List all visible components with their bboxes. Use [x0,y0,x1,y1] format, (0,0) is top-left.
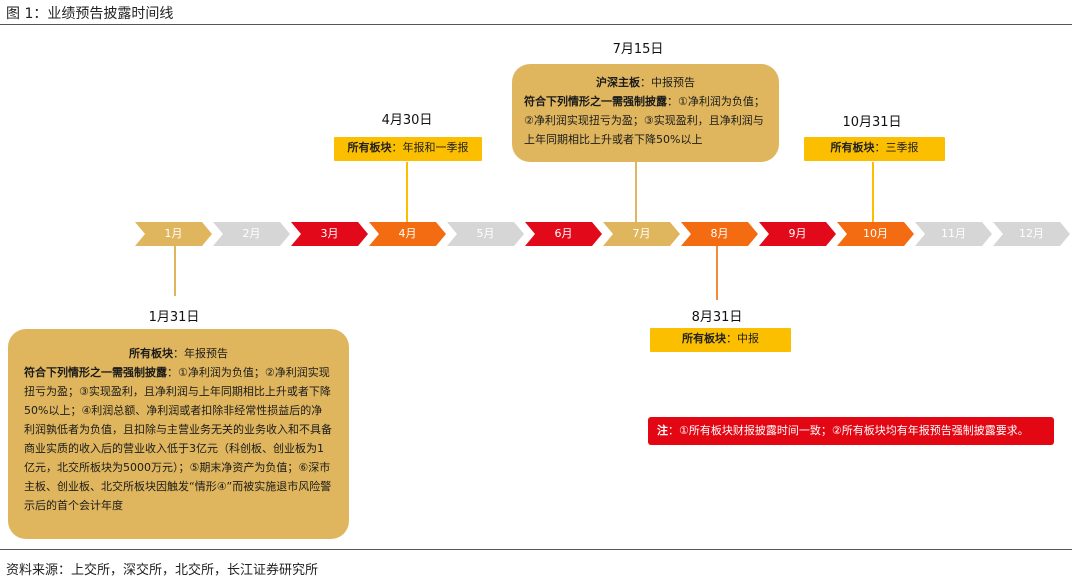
month-label: 9月 [788,227,807,240]
condition-text: ：①净利润为负值；②净利润实现扭亏为盈；③实现盈利，且净利润与上年同期相比上升或… [524,95,765,146]
month-arrow: 5月 [447,222,524,246]
disclosure-type: ：中报预告 [640,76,695,89]
board-label: 所有板块 [129,347,173,360]
callout-jul15-line2: 符合下列情形之一需强制披露：①净利润为负值；②净利润实现扭亏为盈；③实现盈利，且… [524,92,767,149]
month-arrow-shape [135,222,212,246]
board-label: 所有板块 [682,332,726,345]
date-jan31: 1月31日 [148,310,200,325]
month-arrow-shape [681,222,758,246]
month-arrow-fill [213,222,290,246]
note-label: 注 [657,424,668,437]
callout-jan31: 所有板块：年报预告 符合下列情形之一需强制披露：①净利润为负值；②净利润实现扭亏… [8,329,349,539]
callout-jul15: 沪深主板：中报预告 符合下列情形之一需强制披露：①净利润为负值；②净利润实现扭亏… [512,64,779,162]
month-arrow-fill [135,222,212,246]
figure-title: 图 1：业绩预告披露时间线 [6,6,174,22]
month-label: 7月 [632,227,651,240]
connector-jan [174,246,176,296]
connector-oct [872,162,874,222]
disclosure-type: ：年报预告 [173,347,228,360]
disclosure-type: ：年报和一季报 [391,141,469,154]
month-arrow: 2月 [213,222,290,246]
connector-jul [635,162,637,222]
date-apr30: 4月30日 [381,113,433,128]
month-label: 10月 [863,227,888,240]
month-arrow: 10月 [837,222,914,246]
month-arrow: 7月 [603,222,680,246]
tag-apr30: 所有板块：年报和一季报 [334,137,482,161]
board-label: 沪深主板 [596,76,640,89]
month-label: 5月 [476,227,495,240]
board-label: 所有板块 [830,141,875,154]
disclosure-type: ：中报 [726,332,759,345]
month-arrow-fill [291,222,368,246]
bottom-rule [0,549,1072,550]
month-arrow-fill [603,222,680,246]
month-label: 11月 [941,227,966,240]
month-arrow-shape [993,222,1070,246]
board-label: 所有板块 [347,141,392,154]
month-arrow-shape [915,222,992,246]
month-label: 8月 [710,227,729,240]
condition-text: ：①净利润为负值；②净利润实现扭亏为盈；③实现盈利，且净利润与上年同期相比上升或… [24,366,332,512]
month-arrow-fill [837,222,914,246]
month-arrow: 12月 [993,222,1070,246]
month-arrow: 8月 [681,222,758,246]
month-arrow: 3月 [291,222,368,246]
condition-label: 符合下列情形之一需强制披露 [524,95,667,108]
month-label: 2月 [242,227,261,240]
callout-jan31-line1: 所有板块：年报预告 [24,344,333,363]
month-arrow-fill [369,222,446,246]
date-aug31: 8月31日 [691,310,743,325]
date-oct31: 10月31日 [842,115,902,130]
connector-apr [406,162,408,222]
note-box: 注：①所有板块财报披露时间一致；②所有板块均有年报预告强制披露要求。 [648,417,1054,445]
month-arrow-shape [213,222,290,246]
month-arrow: 4月 [369,222,446,246]
month-arrow: 6月 [525,222,602,246]
month-arrow-shape [291,222,368,246]
condition-label: 符合下列情形之一需强制披露 [24,366,167,379]
month-arrow-fill [447,222,524,246]
month-label: 3月 [320,227,339,240]
date-jul15: 7月15日 [612,42,664,57]
month-arrow-fill [915,222,992,246]
disclosure-type: ：三季报 [874,141,919,154]
month-arrow-fill [993,222,1070,246]
connector-aug [716,246,718,300]
callout-jan31-line2: 符合下列情形之一需强制披露：①净利润为负值；②净利润实现扭亏为盈；③实现盈利，且… [24,363,333,515]
month-label: 12月 [1019,227,1044,240]
top-rule [0,24,1072,25]
month-arrow-shape [369,222,446,246]
month-label: 1月 [164,227,183,240]
tag-oct31: 所有板块：三季报 [804,137,945,161]
month-arrow-shape [447,222,524,246]
month-arrow: 9月 [759,222,836,246]
month-arrow-shape [837,222,914,246]
month-label: 6月 [554,227,573,240]
month-arrow: 1月 [135,222,212,246]
month-arrow-shape [759,222,836,246]
source-note: 资料来源：上交所，深交所，北交所，长江证券研究所 [6,563,319,578]
month-label: 4月 [398,227,417,240]
tag-aug31: 所有板块：中报 [650,328,791,352]
callout-jul15-line1: 沪深主板：中报预告 [524,73,767,92]
month-arrow-fill [525,222,602,246]
note-text: ：①所有板块财报披露时间一致；②所有板块均有年报预告强制披露要求。 [668,424,1029,437]
month-arrow-fill [759,222,836,246]
month-arrow-fill [681,222,758,246]
month-arrow: 11月 [915,222,992,246]
month-arrow-shape [525,222,602,246]
month-arrow-shape [603,222,680,246]
